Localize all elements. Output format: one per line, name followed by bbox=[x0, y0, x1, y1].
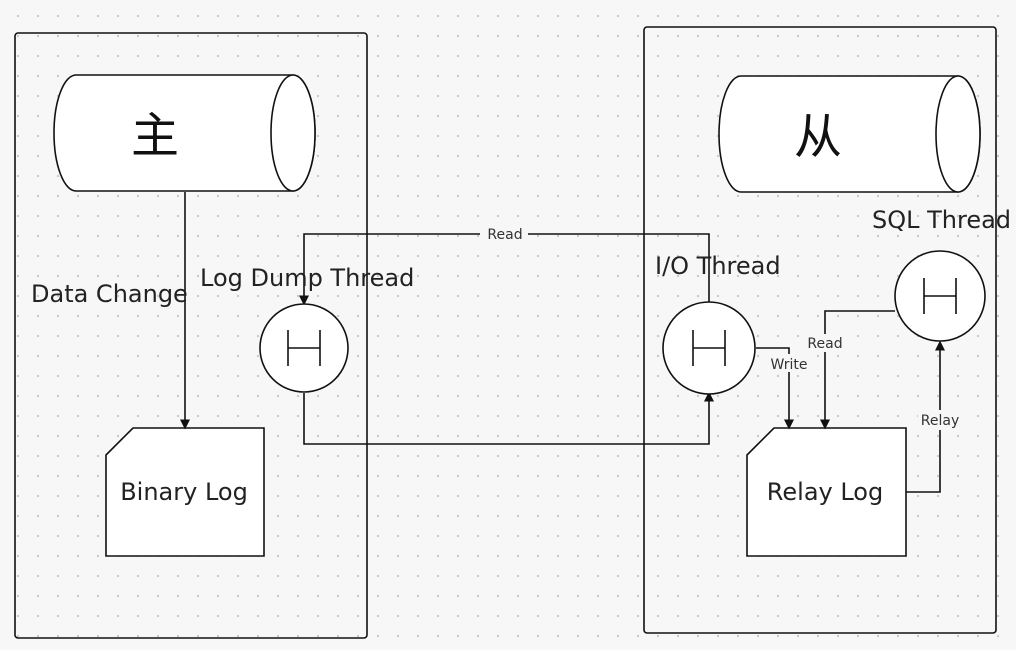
binary-log-label: Binary Log bbox=[120, 478, 248, 506]
relay-log-label: Relay Log bbox=[767, 478, 883, 506]
relay-edge-label: Relay bbox=[921, 413, 959, 429]
binary-log-node[interactable]: Binary Log bbox=[105, 427, 265, 557]
log-dump-thread-node[interactable] bbox=[259, 303, 349, 393]
slave-database-label: 从 bbox=[794, 109, 842, 165]
sql-read-edge[interactable] bbox=[820, 310, 895, 430]
sql-read-label-background bbox=[804, 334, 846, 352]
dump-transfer-edge[interactable] bbox=[303, 391, 714, 445]
master-database-label: 主 bbox=[131, 108, 179, 164]
card-document-icon bbox=[746, 427, 907, 557]
thread-timer-icon bbox=[923, 278, 957, 314]
thread-timer-icon bbox=[692, 330, 726, 366]
relay-label-background bbox=[918, 410, 962, 430]
io-thread-node[interactable] bbox=[662, 301, 756, 395]
sql-thread-label: SQL Thread bbox=[872, 206, 1011, 234]
write-edge[interactable] bbox=[756, 347, 794, 430]
sql-read-edge-label: Read bbox=[807, 336, 842, 352]
thread-timer-icon bbox=[287, 330, 321, 366]
slave-container[interactable] bbox=[643, 26, 997, 634]
sql-thread-node[interactable] bbox=[894, 250, 986, 342]
cylinder-cap bbox=[935, 75, 981, 193]
card-document-icon bbox=[105, 427, 265, 557]
master-container[interactable] bbox=[14, 32, 368, 639]
cylinder-cap bbox=[270, 74, 316, 192]
data-change-label: Data Change bbox=[31, 280, 188, 308]
io-thread-label: I/O Thread bbox=[655, 252, 781, 280]
slave-database[interactable]: 从 bbox=[718, 75, 981, 193]
write-label-background bbox=[768, 354, 810, 372]
relay-log-node[interactable]: Relay Log bbox=[746, 427, 907, 557]
write-edge-label: Write bbox=[771, 357, 808, 373]
log-dump-thread-label: Log Dump Thread bbox=[200, 264, 414, 292]
read-edge-label: Read bbox=[487, 227, 522, 243]
relay-edge[interactable] bbox=[906, 340, 945, 493]
master-database[interactable]: 主 bbox=[53, 74, 316, 192]
read-label-background bbox=[480, 224, 528, 244]
